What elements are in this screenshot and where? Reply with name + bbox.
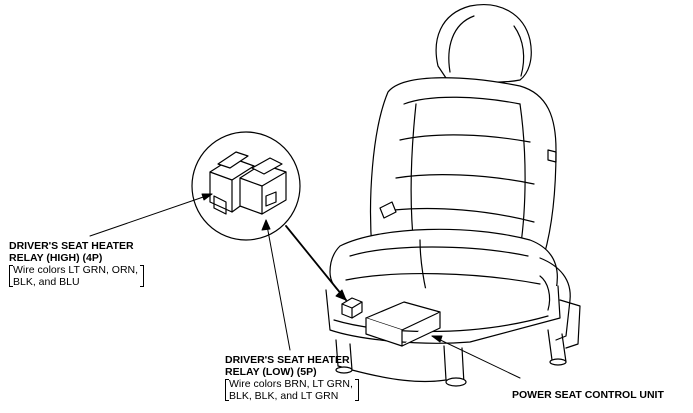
leader-lines bbox=[89, 193, 521, 379]
relay-high-label: DRIVER'S SEAT HEATER RELAY (HIGH) (4P) W… bbox=[9, 240, 145, 288]
relay-low-wires-line-2: BLK, BLK, and LT GRN bbox=[229, 390, 339, 402]
recliner-bracket bbox=[379, 201, 397, 219]
relay-high-wire-colors: Wire colors LT GRN, ORN, BLK, and BLU bbox=[9, 264, 145, 288]
relay-high-title-2: RELAY (HIGH) (4P) bbox=[9, 252, 103, 264]
relay-low-wire-colors: Wire colors BRN, LT GRN, BLK, BLK, and L… bbox=[225, 378, 359, 402]
relay-high-wires-line-2: BLK, and BLU bbox=[13, 276, 80, 288]
relay-low-title-2: RELAY (LOW) (5P) bbox=[225, 366, 317, 378]
seat-back bbox=[369, 77, 557, 271]
relay-magnified-view bbox=[191, 131, 301, 241]
control-unit-label: POWER SEAT CONTROL UNIT bbox=[512, 389, 664, 401]
relay-low-wires-line-1: Wire colors BRN, LT GRN, bbox=[229, 378, 353, 390]
relay-high-wires-line-1: Wire colors LT GRN, ORN, bbox=[13, 264, 139, 276]
relay-high-title-1: DRIVER'S SEAT HEATER bbox=[9, 240, 134, 252]
power-seat-control-unit bbox=[365, 301, 441, 347]
control-unit-title: POWER SEAT CONTROL UNIT bbox=[512, 389, 664, 401]
relay-low-title-1: DRIVER'S SEAT HEATER bbox=[225, 354, 350, 366]
relay-connector-small bbox=[341, 297, 363, 319]
relay-low-label: DRIVER'S SEAT HEATER RELAY (LOW) (5P) Wi… bbox=[225, 354, 359, 402]
